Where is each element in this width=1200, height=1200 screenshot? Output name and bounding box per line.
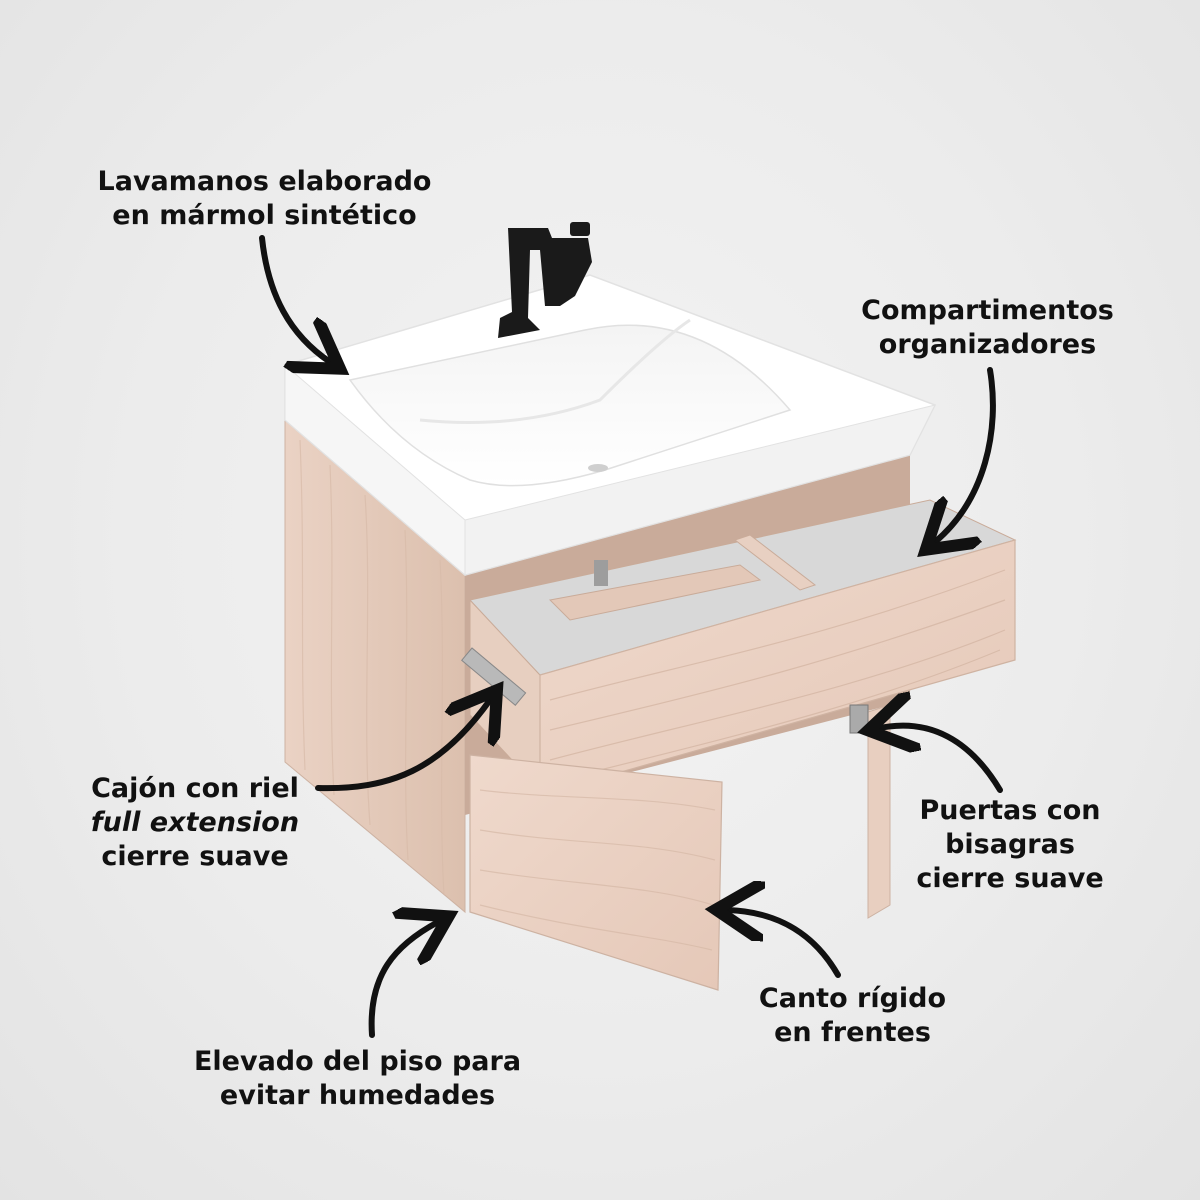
label-doors-line3: cierre suave	[916, 863, 1104, 894]
label-compartments-line1: Compartimentos	[861, 295, 1114, 326]
label-elevated-line1: Elevado del piso para	[193, 1046, 522, 1077]
drain-pipe	[594, 560, 608, 586]
door-left	[469, 754, 723, 991]
label-doors: Puertas con bisagras cierre suave	[900, 794, 1120, 896]
drain	[588, 464, 608, 472]
label-edge-line1: Canto rígido	[758, 983, 947, 1014]
label-doors-line2: bisagras	[945, 829, 1075, 860]
sink-right-edge	[464, 404, 936, 576]
arrow-edge	[728, 910, 841, 978]
arrow-drawer	[315, 700, 490, 792]
arrow-sink	[259, 235, 330, 362]
drawer-divider-2	[733, 534, 817, 591]
door-right	[867, 704, 891, 919]
faucet	[498, 222, 592, 338]
drawer-front	[539, 539, 1016, 796]
label-drawer-line1: Cajón con riel	[91, 773, 299, 804]
arrow-elevated	[368, 922, 438, 1038]
label-compartments-line2: organizadores	[878, 329, 1097, 360]
hinge	[849, 704, 869, 734]
label-sink-line1: Lavamanos elaborado	[97, 166, 432, 197]
drawer-divider	[548, 564, 762, 621]
label-doors-line1: Puertas con	[919, 795, 1101, 826]
label-drawer-line2: full extension	[90, 807, 300, 838]
label-drawer: Cajón con riel full extension cierre sua…	[80, 772, 310, 874]
label-sink: Lavamanos elaborado en mármol sintético	[92, 165, 437, 233]
basin-bowl	[348, 324, 792, 487]
label-edge-line2: en frentes	[774, 1017, 931, 1048]
label-elevated: Elevado del piso para evitar humedades	[185, 1045, 530, 1113]
label-compartments: Compartimentos organizadores	[855, 294, 1120, 362]
arrow-compartments	[935, 367, 996, 542]
arrow-doors	[880, 726, 1003, 793]
label-sink-line2: en mármol sintético	[112, 200, 417, 231]
label-elevated-line2: evitar humedades	[219, 1080, 496, 1111]
label-edge: Canto rígido en frentes	[745, 982, 960, 1050]
label-drawer-line3: cierre suave	[101, 841, 289, 872]
